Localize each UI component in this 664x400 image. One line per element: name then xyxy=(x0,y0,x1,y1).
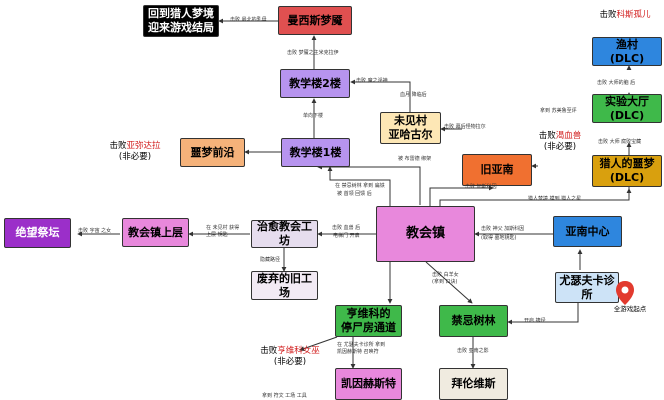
node-nightmare-of-mensis[interactable]: 曼西斯梦魇 xyxy=(278,6,352,35)
edge-label: 击败 亚南之影 xyxy=(457,348,489,354)
edge-label: 拿到 符文 工场 工具 xyxy=(262,393,307,399)
node-fishing-hamlet[interactable]: 渔村 (DLC) xyxy=(592,37,662,66)
edge-label: 击败 血兽 后 xyxy=(332,225,361,231)
node-byrgenwerth[interactable]: 拜伦维斯 xyxy=(439,368,508,400)
node-hunters-nightmare[interactable]: 猎人的噩梦 (DLC) xyxy=(592,155,662,187)
note-witch-boss-name: 亨维科女巫 xyxy=(277,346,320,356)
edge-label: (取得 墓地钥匙) xyxy=(481,235,517,241)
edge-label: 在 尤瑟夫卡诊所 拿到 凯因赫斯特 召唤符 xyxy=(337,342,386,355)
note-orphan-of-kos: 击败科斯孤儿 xyxy=(590,10,660,21)
node-cainhurst[interactable]: 凯因赫斯特 xyxy=(335,368,402,400)
node-tunnel[interactable]: 亨维科的 停尸房通道 xyxy=(335,305,402,337)
game-start-pin-icon xyxy=(616,281,634,305)
node-return-to-hunters-dream[interactable]: 回到猎人梦境 迎来游戏结局 xyxy=(143,5,219,37)
edge-label: 击败 梦魇之主米克拉伊 xyxy=(287,50,339,56)
node-nightmare-frontier[interactable]: 噩梦前沿 xyxy=(180,138,245,167)
edge-label: 在 禁忌树林 拿到 扁铁 xyxy=(335,183,385,189)
node-healing-church-workshop[interactable]: 治愈教会工坊 xyxy=(251,220,318,248)
node-research-hall[interactable]: 实验大厅 (DLC) xyxy=(592,94,662,123)
edge-label: 击败 大师的脑 后 xyxy=(597,80,636,86)
note-amygdala-prefix: 击败 xyxy=(109,141,127,151)
note-beast-boss: 渴血兽 xyxy=(555,131,582,141)
node-forbidden-woods[interactable]: 禁忌树林 xyxy=(439,305,508,337)
note-amygdala: 击败亚弥达拉 (非必要) xyxy=(95,141,175,163)
edge-label: 电梯门 开启 xyxy=(333,233,360,239)
node-old-yharnam[interactable]: 旧亚南 xyxy=(462,154,532,186)
edge-label: 击败 加斯科因 xyxy=(465,184,497,190)
node-abandoned-old-workshop[interactable]: 废弃的旧工场 xyxy=(251,271,318,300)
edge-label: 开启 捷径 xyxy=(524,318,546,324)
edge-label: 击败 幕后怪物拉尔 xyxy=(444,124,486,130)
edge-label: 被 布雷德 绑架 xyxy=(398,156,432,162)
note-game-start: 全游戏起点 xyxy=(613,305,647,313)
edge-label: 击败 宇宙 之女 xyxy=(78,228,112,234)
note-beast-prefix: 击败 xyxy=(538,131,556,141)
edge-label: 被 首领 回馈 后 xyxy=(337,191,372,197)
note-blood-starved-beast: 击败渴血兽 (非必要) xyxy=(530,131,590,153)
edge-label: 拿到 苏美鲁至评 xyxy=(540,108,577,114)
node-upper-cathedral-ward[interactable]: 教会镇上层 xyxy=(122,218,189,247)
edge-label: 单向下楼 xyxy=(303,113,324,119)
node-iosefka-clinic[interactable]: 尤瑟夫卡诊所 xyxy=(555,272,619,303)
node-lecture-building-2f[interactable]: 教学楼2楼 xyxy=(280,69,350,98)
edge-label: 击败 最北的乳母 xyxy=(230,17,267,23)
node-lecture-building-1f[interactable]: 教学楼1楼 xyxy=(281,138,350,167)
edge-label: 击败 白羊女 (拿到 口诀) xyxy=(432,272,459,285)
note-amygdala-optional: (非必要) xyxy=(118,152,152,162)
note-witch-boss: 击败亨维科女巫 (非必要) xyxy=(245,346,335,368)
note-orphan-prefix: 击败 xyxy=(599,10,617,20)
note-beast-optional: (非必要) xyxy=(543,142,577,152)
node-cathedral-ward[interactable]: 教会镇 xyxy=(376,206,475,262)
edge-label: 击败 魔之淫神 xyxy=(356,78,388,84)
note-orphan-boss: 科斯孤儿 xyxy=(616,10,651,20)
edge-label: 在 未见村 获得 上层 钥匙 xyxy=(206,225,240,238)
edge-label: 击败 神父 加斯科因 xyxy=(481,226,525,232)
note-witch-optional: (非必要) xyxy=(273,357,307,367)
node-hypogean-yahar-gul[interactable]: 未见村 亚哈古尔 xyxy=(380,112,441,144)
note-amygdala-boss: 亚弥达拉 xyxy=(126,141,161,151)
node-central-yharnam[interactable]: 亚南中心 xyxy=(553,216,622,247)
edge-label: 击败 大师 腐败宝藏 xyxy=(598,139,642,145)
edge-label: 血月 降临后 xyxy=(400,92,427,98)
note-witch-prefix: 击败 xyxy=(260,346,278,356)
edge-label: 隐藏路径 xyxy=(260,257,281,263)
edge-label: 猎人梦境 摸到 猎人之星 xyxy=(528,196,582,202)
node-forsaken-altar[interactable]: 绝望祭坛 xyxy=(4,218,71,248)
